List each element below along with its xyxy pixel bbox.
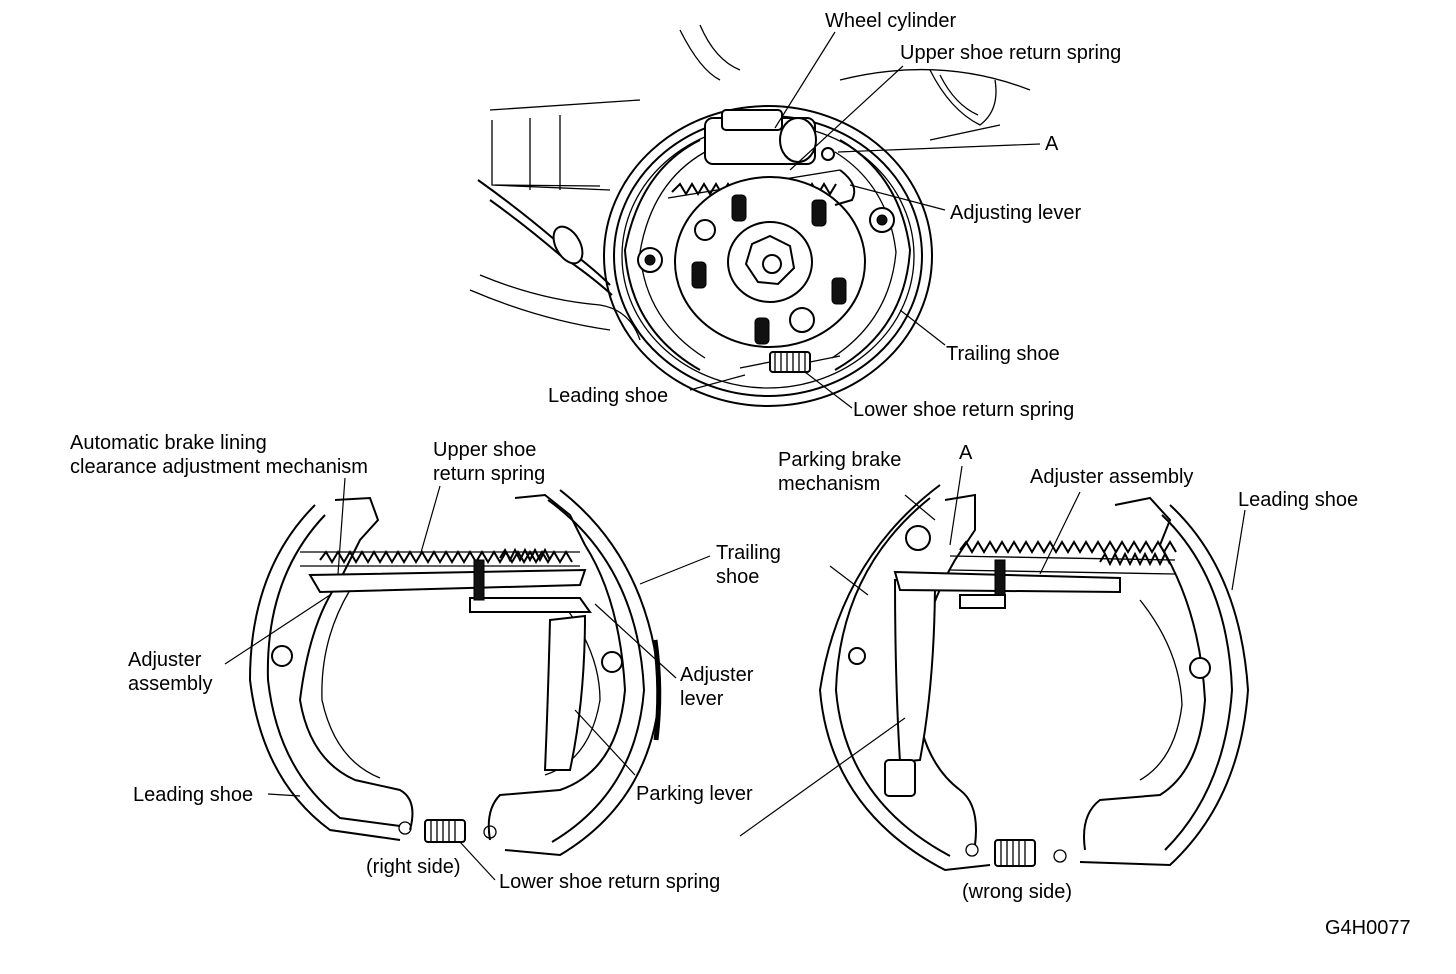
label-parking-brake-mechanism: Parking brake mechanism: [778, 449, 902, 495]
chassis-background: [469, 24, 1031, 341]
label-auto-adjust-mechanism: Automatic brake lining clearance adjustm…: [70, 432, 368, 478]
figure-code: G4H0077: [1325, 917, 1411, 939]
wheel-cylinder-part: [704, 109, 817, 165]
label-left-upper-spring: Upper shoe return spring: [433, 439, 546, 485]
label-right-leading-shoe: Leading shoe: [1238, 489, 1359, 511]
right-shoe-assembly: [739, 465, 1250, 872]
top-adjusting-lever: [834, 169, 856, 206]
top-lower-spring: [739, 351, 841, 373]
label-top-upper-spring: Upper shoe return spring: [900, 42, 1122, 64]
label-right-adjuster-assembly: Adjuster assembly: [1030, 466, 1194, 488]
label-top-point-a: A: [1045, 133, 1059, 155]
label-left-adjuster-assembly: Adjuster assembly: [128, 649, 213, 695]
label-right-point-a: A: [959, 442, 973, 464]
left-shoe-assembly: [224, 477, 711, 881]
hub-assembly: [637, 147, 895, 348]
label-wheel-cylinder: Wheel cylinder: [825, 10, 957, 32]
label-adjusting-lever: Adjusting lever: [950, 202, 1082, 224]
label-left-trailing-shoe: Trailing shoe: [716, 542, 781, 588]
caption-wrong-side: (wrong side): [962, 881, 1073, 903]
label-left-lower-spring: Lower shoe return spring: [499, 871, 721, 893]
label-top-leading-shoe: Leading shoe: [548, 385, 669, 407]
label-top-lower-spring: Lower shoe return spring: [853, 399, 1075, 421]
label-left-adjuster-lever: Adjuster lever: [680, 664, 754, 710]
top-brake-view: [469, 24, 1041, 409]
label-left-leading-shoe: Leading shoe: [133, 784, 254, 806]
label-top-trailing-shoe: Trailing shoe: [946, 343, 1060, 365]
label-parking-lever: Parking lever: [636, 783, 753, 805]
caption-right-side: (right side): [366, 856, 461, 878]
top-leaders: [689, 31, 1041, 409]
